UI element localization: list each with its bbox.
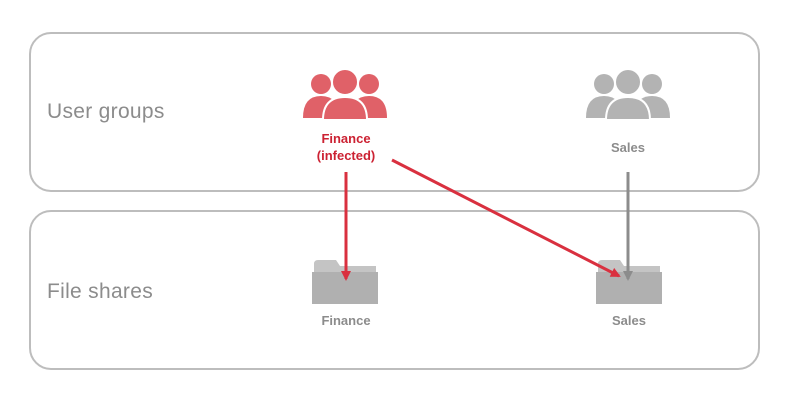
sales-share-label: Sales	[612, 313, 646, 328]
finance-share-label: Finance	[321, 313, 371, 328]
file-shares-label: File shares	[47, 280, 154, 303]
finance-group-status: (infected)	[316, 148, 376, 163]
user-groups-label: User groups	[47, 100, 165, 123]
finance-share-folder-icon	[312, 260, 378, 304]
arrow-finance-to-sales-share	[391, 158, 621, 278]
sales-group-users-icon	[586, 68, 670, 121]
sales-group-label: Sales	[611, 140, 645, 155]
finance-group-name: Finance	[321, 131, 371, 146]
finance-group-users-icon	[303, 68, 387, 121]
finance-group-label: Finance (infected)	[296, 130, 396, 164]
